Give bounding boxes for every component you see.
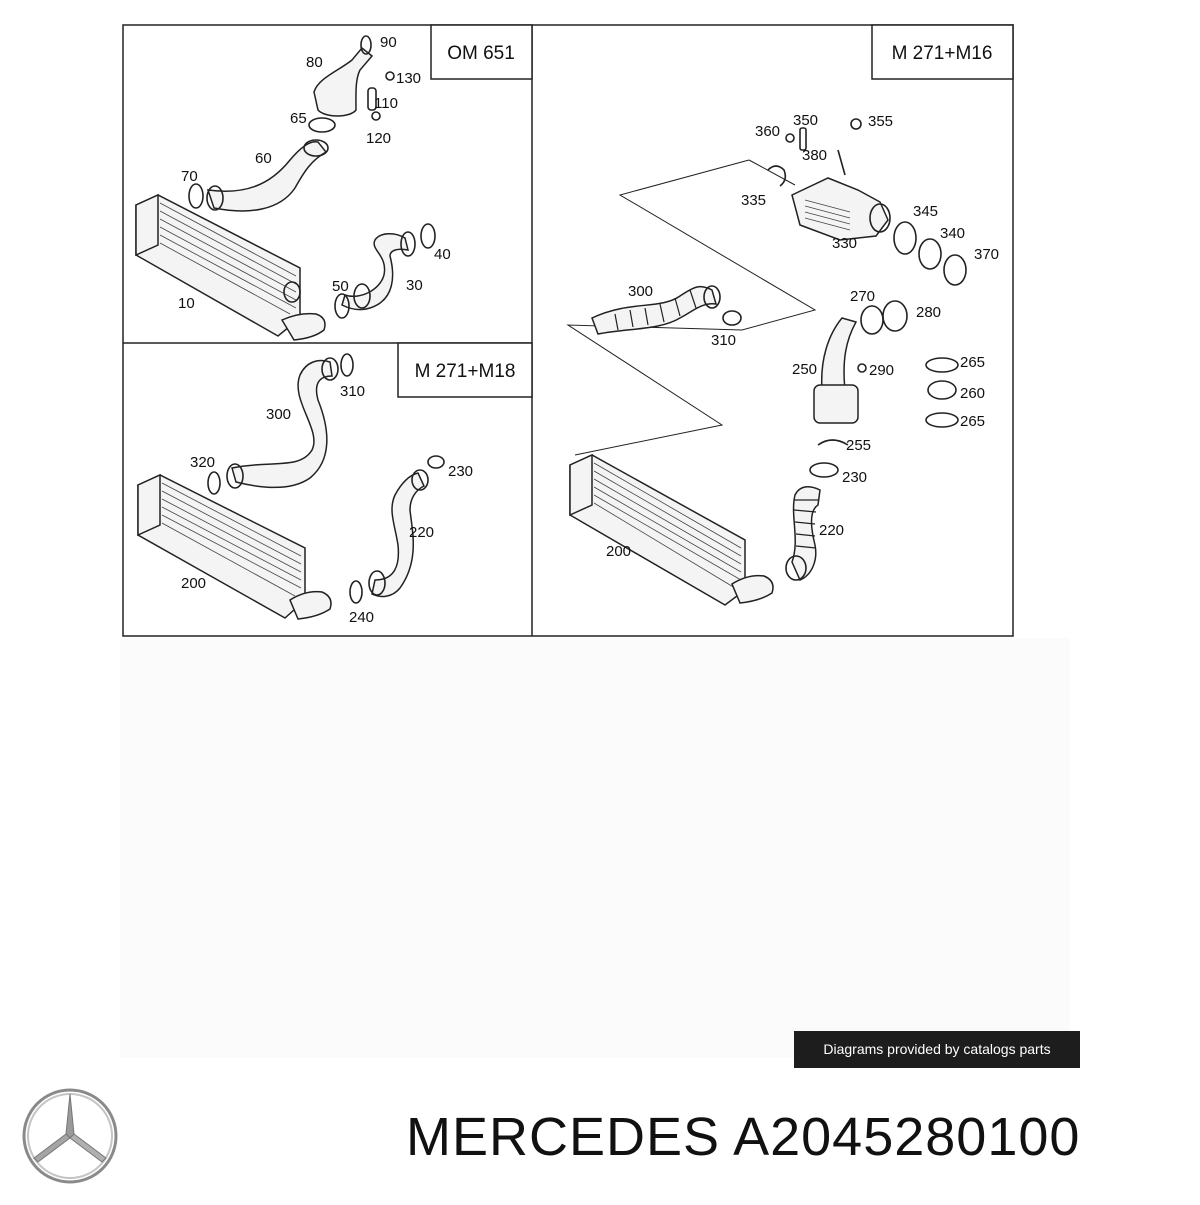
label: 355 [868, 113, 893, 130]
label: 130 [396, 70, 421, 87]
label: 30 [406, 277, 423, 294]
label: 380 [802, 147, 827, 164]
label: 310 [711, 332, 736, 349]
label: 300 [266, 406, 291, 423]
label: 60 [255, 150, 272, 167]
label: 310 [340, 383, 365, 400]
label: 10 [178, 295, 195, 312]
label: 370 [974, 246, 999, 263]
label: 300 [628, 283, 653, 300]
label: 50 [332, 278, 349, 295]
label: 200 [181, 575, 206, 592]
label: 40 [434, 246, 451, 263]
brand-part-number: MERCEDES A2045280100 [406, 1106, 1080, 1168]
intercooler-200-left [137, 473, 332, 620]
label: 90 [380, 34, 397, 51]
diagram-frame [122, 24, 1014, 637]
part-number: A2045280100 [733, 1107, 1081, 1167]
panel-m271-m16-drawing [566, 118, 967, 606]
label: 70 [181, 168, 198, 185]
label: 340 [940, 225, 965, 242]
panel-om651-drawing [135, 35, 436, 341]
label: 120 [366, 130, 391, 147]
label: 80 [306, 54, 323, 71]
panel-title-om651: OM 651 [430, 24, 533, 80]
label: 345 [913, 203, 938, 220]
title-m271-m16: M 271+M16 [892, 43, 993, 64]
panel-m271-m18-drawing [137, 353, 445, 620]
mercedes-star-icon [22, 1088, 118, 1184]
hose-300 [591, 285, 718, 335]
label: 65 [290, 110, 307, 127]
label: 265 [960, 354, 985, 371]
label: 240 [349, 609, 374, 626]
labels-om651: 90 80 130 110 65 120 60 70 40 50 30 10 [178, 34, 451, 312]
label: 200 [606, 543, 631, 560]
intercooler-200-right [569, 453, 774, 606]
title-m271-m18: M 271+M18 [415, 361, 516, 382]
label: 220 [409, 524, 434, 541]
label: 265 [960, 413, 985, 430]
panel-title-m271-m18: M 271+M18 [397, 342, 533, 398]
credit-banner: Diagrams provided by catalogs parts [794, 1031, 1080, 1068]
label: 360 [755, 123, 780, 140]
label: 110 [374, 95, 398, 112]
brand-name: MERCEDES [406, 1107, 721, 1167]
label: 350 [793, 112, 818, 129]
label: 335 [741, 192, 766, 209]
title-om651: OM 651 [447, 43, 515, 64]
label: 260 [960, 385, 985, 402]
tube-250 [820, 317, 858, 391]
label: 220 [819, 522, 844, 539]
label: 320 [190, 454, 215, 471]
label: 330 [832, 235, 857, 252]
panel-title-m271-m16: M 271+M16 [871, 24, 1014, 80]
label: 280 [916, 304, 941, 321]
labels-m271-m16: 360 350 355 380 335 345 330 340 370 300 … [606, 112, 999, 560]
backdrop [120, 638, 1070, 1058]
labels-m271-m18: 310 300 320 230 220 200 240 [181, 383, 473, 626]
label: 230 [448, 463, 473, 480]
label: 290 [869, 362, 894, 379]
intercooler-10 [135, 193, 326, 341]
leader-line [566, 159, 817, 456]
label: 230 [842, 469, 867, 486]
label: 255 [846, 437, 871, 454]
label: 270 [850, 288, 875, 305]
label: 250 [792, 361, 817, 378]
